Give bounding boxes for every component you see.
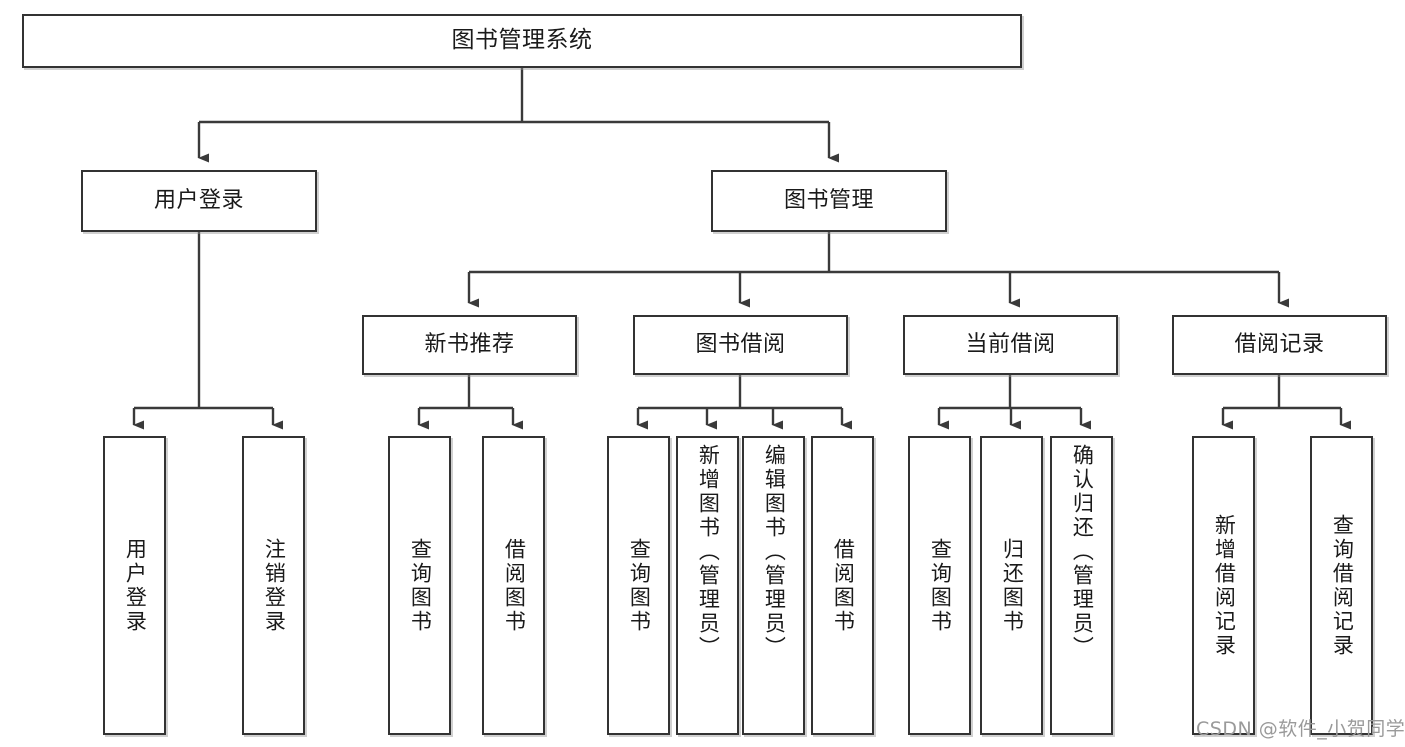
node-current-borrow-label: 当前借阅 [965, 331, 1056, 357]
node-new-book-recommend-label: 新书推荐 [424, 331, 515, 357]
leaf-query-book-1[interactable]: 查询图书 [388, 436, 451, 735]
leaf-borrow-book-1-label: 借阅图书 [502, 537, 527, 634]
leaf-edit-book-label: 编辑图书（管理员） [762, 444, 787, 660]
leaf-query-book-3[interactable]: 查询图书 [908, 436, 971, 735]
leaf-query-record-label: 查询借阅记录 [1330, 513, 1355, 658]
leaf-return-book-label: 归还图书 [1000, 537, 1025, 634]
node-current-borrow[interactable]: 当前借阅 [903, 315, 1118, 375]
node-borrow-record-label: 借阅记录 [1234, 331, 1325, 357]
leaf-confirm-return-label: 确认归还（管理员） [1070, 444, 1095, 660]
csdn-watermark: CSDN @软件_小贺同学 [1196, 718, 1405, 740]
leaf-user-login[interactable]: 用户登录 [103, 436, 166, 735]
node-new-book-recommend[interactable]: 新书推荐 [362, 315, 577, 375]
leaf-add-book[interactable]: 新增图书（管理员） [676, 436, 739, 735]
leaf-user-login-label: 用户登录 [123, 537, 148, 634]
leaf-query-book-2[interactable]: 查询图书 [607, 436, 670, 735]
leaf-add-record[interactable]: 新增借阅记录 [1192, 436, 1255, 735]
leaf-confirm-return[interactable]: 确认归还（管理员） [1050, 436, 1113, 735]
leaf-add-record-label: 新增借阅记录 [1212, 513, 1237, 658]
leaf-edit-book[interactable]: 编辑图书（管理员） [742, 436, 805, 735]
node-user-login-label: 用户登录 [153, 187, 244, 213]
leaf-return-book[interactable]: 归还图书 [980, 436, 1043, 735]
node-book-borrow[interactable]: 图书借阅 [633, 315, 848, 375]
leaf-borrow-book-1[interactable]: 借阅图书 [482, 436, 545, 735]
node-root[interactable]: 图书管理系统 [22, 14, 1022, 68]
node-root-label: 图书管理系统 [451, 27, 593, 54]
node-borrow-record[interactable]: 借阅记录 [1172, 315, 1387, 375]
leaf-logout[interactable]: 注销登录 [242, 436, 305, 735]
leaf-borrow-book-2-label: 借阅图书 [831, 537, 856, 634]
node-user-login[interactable]: 用户登录 [81, 170, 317, 232]
node-book-management-label: 图书管理 [783, 187, 874, 213]
leaf-query-book-3-label: 查询图书 [928, 537, 953, 634]
leaf-query-record[interactable]: 查询借阅记录 [1310, 436, 1373, 735]
node-book-borrow-label: 图书借阅 [695, 331, 786, 357]
leaf-query-book-1-label: 查询图书 [408, 537, 433, 634]
leaf-logout-label: 注销登录 [262, 537, 287, 634]
node-book-management[interactable]: 图书管理 [711, 170, 947, 232]
leaf-borrow-book-2[interactable]: 借阅图书 [811, 436, 874, 735]
leaf-add-book-label: 新增图书（管理员） [696, 444, 721, 660]
leaf-query-book-2-label: 查询图书 [627, 537, 652, 634]
